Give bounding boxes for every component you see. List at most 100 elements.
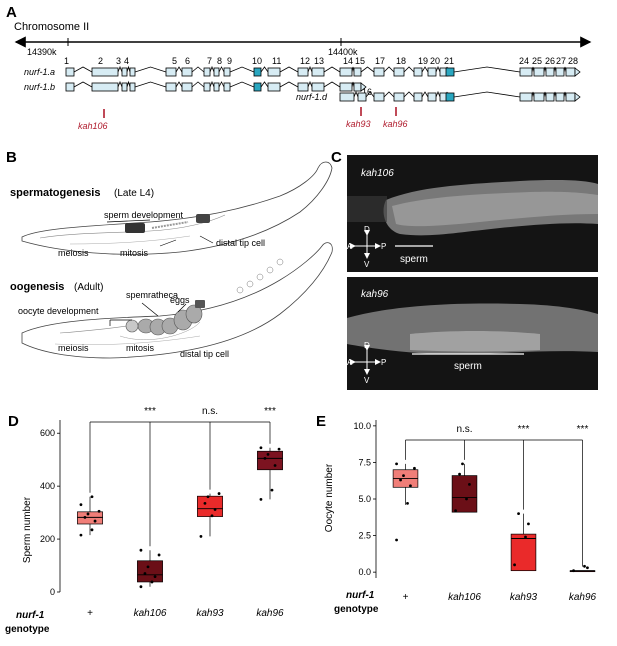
y-tick-label: 5.0: [358, 494, 371, 504]
data-point: [465, 497, 468, 501]
exon: [339, 92, 355, 102]
exon: [445, 67, 455, 77]
exon: [181, 82, 193, 92]
intron: [73, 81, 93, 88]
exon-number: 13: [314, 56, 324, 66]
intron: [421, 91, 429, 98]
y-tick-label: 400: [40, 481, 55, 491]
chromosome-title: Chromosome II: [14, 21, 89, 33]
intron: [279, 81, 299, 88]
exon: [267, 82, 281, 92]
exon-3prime: [360, 82, 367, 92]
allele-label-kah93: kah93: [346, 119, 371, 129]
exon: [129, 82, 136, 92]
data-point: [395, 538, 398, 542]
isoform-d-model: [339, 90, 581, 102]
data-point: [90, 528, 94, 532]
exon: [253, 82, 262, 92]
y-tick-label: 0: [50, 587, 55, 597]
exon-number: 24: [519, 56, 529, 66]
exon-number: 14: [343, 56, 353, 66]
exon: [297, 67, 309, 77]
meiosis-label-2: meiosis: [58, 343, 89, 353]
exon: [413, 67, 423, 77]
data-point: [86, 512, 90, 516]
data-point: [409, 484, 412, 488]
sperm-label-kah106: sperm: [400, 254, 428, 265]
intron: [229, 81, 255, 88]
genotype-label-d: nurf-1: [16, 610, 45, 621]
spermatogenesis-stage: (Late L4): [114, 188, 154, 199]
exon: [413, 92, 423, 102]
exon: [519, 67, 533, 77]
exon-3prime: [574, 67, 581, 77]
significance-label: ***: [264, 406, 276, 417]
genotype-suffix-d: genotype: [5, 624, 50, 635]
data-point: [153, 575, 157, 579]
data-point: [199, 535, 203, 538]
genotype-suffix-e: genotype: [334, 604, 379, 615]
data-point: [524, 535, 527, 539]
intron: [191, 81, 205, 88]
data-point: [83, 515, 87, 519]
worm-diagram-adult: [21, 242, 333, 359]
exon-number: 3: [116, 56, 121, 66]
sperm-development-label: sperm development: [104, 210, 184, 220]
data-point: [139, 548, 143, 552]
exon-number: 11: [272, 56, 281, 66]
exon-number: 28: [568, 56, 578, 66]
exon: [373, 92, 385, 102]
exon-number: 9: [227, 56, 232, 66]
y-tick-label: 600: [40, 428, 55, 438]
oogenesis-heading: oogenesis: [10, 281, 64, 293]
exon-number: 27: [556, 56, 566, 66]
data-point: [146, 565, 150, 569]
intron: [453, 91, 521, 98]
significance-label: ***: [577, 424, 589, 435]
exon: [203, 67, 211, 77]
intron: [134, 66, 167, 73]
exon: [267, 67, 281, 77]
panel-a: A Chromosome II 14390k 14400k 1 2 3 4 5 …: [6, 4, 592, 131]
data-point: [458, 472, 461, 476]
exon: [213, 67, 220, 77]
intron: [126, 65, 131, 73]
exon: [223, 67, 231, 77]
distal-tip-cell-label-2: distal tip cell: [180, 349, 229, 359]
data-point: [206, 495, 210, 499]
exon-number: 20: [430, 56, 440, 66]
y-tick-label: 10.0: [353, 421, 371, 431]
panel-d-letter: D: [8, 413, 19, 430]
intron: [73, 66, 93, 73]
micrograph-kah106: [347, 155, 598, 272]
exon: [65, 82, 75, 92]
x-tick-label: kah106: [134, 608, 167, 619]
intron: [175, 81, 183, 88]
allele-label-kah96: kah96: [383, 119, 408, 129]
exon: [565, 92, 576, 102]
exon: [121, 67, 128, 77]
intron: [279, 66, 299, 73]
data-point: [399, 478, 402, 482]
intron: [435, 90, 441, 98]
data-point: [277, 447, 281, 451]
intron: [403, 91, 415, 98]
y-tick-label: 7.5: [358, 457, 371, 467]
data-point: [203, 501, 207, 505]
intron: [403, 66, 415, 73]
intron: [218, 66, 225, 73]
intron: [260, 81, 269, 88]
data-point: [217, 492, 221, 495]
intron: [209, 65, 215, 73]
exon: [533, 92, 545, 102]
intron: [435, 65, 441, 73]
panel-e-ylabel: Oocyte number: [324, 463, 335, 532]
data-point: [413, 466, 416, 470]
data-point: [90, 495, 94, 499]
data-point: [139, 585, 143, 589]
leader-line: [159, 239, 177, 247]
isoform-label-a: nurf-1.a: [24, 67, 55, 77]
